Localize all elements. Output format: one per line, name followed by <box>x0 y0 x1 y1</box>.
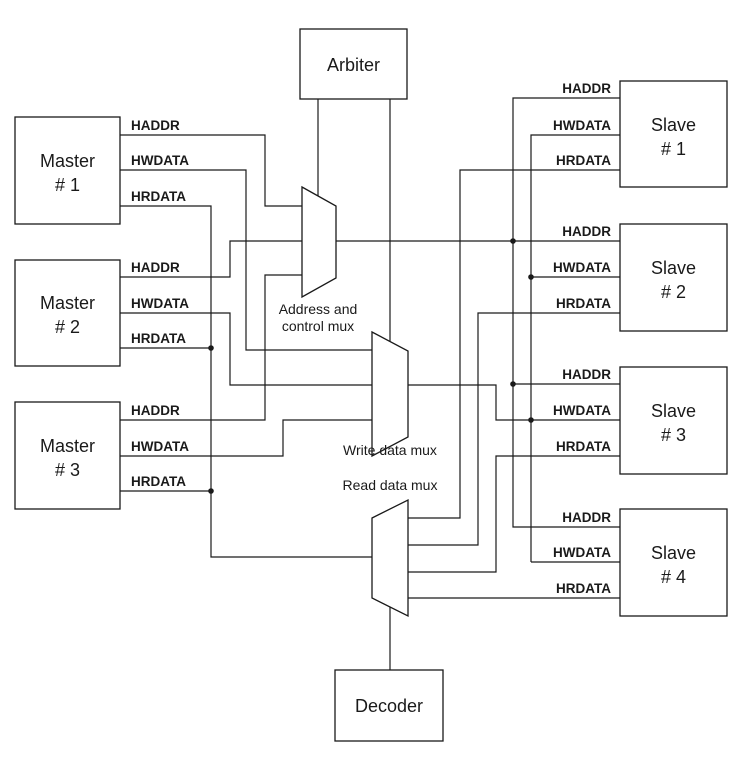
address-mux-label: Address and <box>279 301 358 317</box>
junction-dot <box>208 488 214 494</box>
master1-box <box>14 116 121 225</box>
slave3-hwdata-label: HWDATA <box>553 403 611 418</box>
write-mux-label: Write data mux <box>343 442 437 458</box>
arbiter-label: Arbiter <box>327 55 380 75</box>
master1-hwdata-wire <box>120 169 372 351</box>
write-data-mux <box>371 330 409 458</box>
master2-hrdata-label: HRDATA <box>131 331 186 346</box>
slave1-box <box>619 80 728 188</box>
read-mux-label: Read data mux <box>343 477 438 493</box>
junction-dots <box>208 238 534 494</box>
slave3-hrdata-label: HRDATA <box>556 439 611 454</box>
slave3-label: Slave <box>651 401 696 421</box>
slave1-hrdata-wire <box>408 169 620 519</box>
junction-dot <box>510 238 516 244</box>
master3-label: Master <box>40 436 95 456</box>
master1-haddr-wire <box>120 134 302 207</box>
slave4-label: Slave <box>651 543 696 563</box>
slave3-hrdata-wire <box>408 455 620 573</box>
slave2-hrdata-wire <box>408 312 620 546</box>
master2-haddr-label: HADDR <box>131 260 180 275</box>
master3-hwdata-wire <box>120 419 372 457</box>
decoder-box <box>334 669 444 742</box>
read-data-mux <box>371 498 409 618</box>
slave4-haddr-wire <box>512 384 620 528</box>
master1-haddr-label: HADDR <box>131 118 180 133</box>
slave1-label: Slave <box>651 115 696 135</box>
master2-hwdata-wire <box>120 312 372 386</box>
master3-hwdata-label: HWDATA <box>131 439 189 454</box>
slave3-haddr-label: HADDR <box>562 367 611 382</box>
hwdata-vertical-bus-wire <box>530 134 620 562</box>
master2-number: # 2 <box>55 317 80 337</box>
decoder-label: Decoder <box>355 696 423 716</box>
master1-hrdata-wire <box>120 205 372 558</box>
junction-dot <box>528 417 534 423</box>
slave4-hwdata-label: HWDATA <box>553 545 611 560</box>
arbiter-box <box>299 28 408 100</box>
slave2-hrdata-label: HRDATA <box>556 296 611 311</box>
master3-number: # 3 <box>55 460 80 480</box>
slave2-box <box>619 223 728 332</box>
address-mux-label-line2: control mux <box>282 318 354 334</box>
master3-haddr-label: HADDR <box>131 403 180 418</box>
master1-hwdata-label: HWDATA <box>131 153 189 168</box>
slave1-number: # 1 <box>661 139 686 159</box>
address-control-mux <box>301 185 337 299</box>
master3-box <box>14 401 121 510</box>
master2-haddr-wire <box>120 240 302 278</box>
master1-number: # 1 <box>55 175 80 195</box>
master3-hrdata-label: HRDATA <box>131 474 186 489</box>
junction-dot <box>208 345 214 351</box>
slave4-hrdata-label: HRDATA <box>556 581 611 596</box>
master1-hrdata-label: HRDATA <box>131 189 186 204</box>
master2-label: Master <box>40 293 95 313</box>
slave4-box <box>619 508 728 617</box>
slave2-hwdata-label: HWDATA <box>553 260 611 275</box>
slave1-hrdata-label: HRDATA <box>556 153 611 168</box>
wires <box>120 97 620 670</box>
slave2-haddr-label: HADDR <box>562 224 611 239</box>
master1-label: Master <box>40 151 95 171</box>
haddr-vertical-bus-wire <box>512 97 620 384</box>
master3-haddr-wire <box>120 274 302 421</box>
slave3-box <box>619 366 728 475</box>
slave2-number: # 2 <box>661 282 686 302</box>
master2-box <box>14 259 121 367</box>
slave4-number: # 4 <box>661 567 686 587</box>
junction-dot <box>510 381 516 387</box>
slave1-hwdata-label: HWDATA <box>553 118 611 133</box>
slave3-number: # 3 <box>661 425 686 445</box>
slave2-label: Slave <box>651 258 696 278</box>
slave1-haddr-label: HADDR <box>562 81 611 96</box>
slave4-haddr-label: HADDR <box>562 510 611 525</box>
master2-hwdata-label: HWDATA <box>131 296 189 311</box>
junction-dot <box>528 274 534 280</box>
write-bus-wire <box>408 384 531 421</box>
